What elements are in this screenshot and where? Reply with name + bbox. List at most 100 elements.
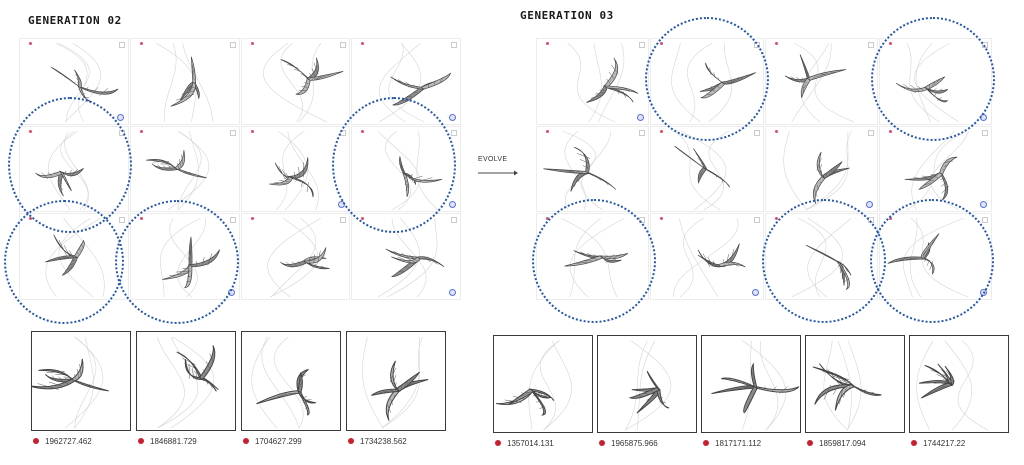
- gen03-detail-view[interactable]: [701, 335, 801, 433]
- cell-marker-dot: [139, 42, 143, 45]
- cell-select-checkbox[interactable]: [451, 42, 457, 48]
- gen02-detail-view[interactable]: [346, 331, 446, 431]
- cell-marker-dot: [250, 129, 254, 133]
- cell-marker-dot: [774, 217, 778, 221]
- cell-select-checkbox[interactable]: [229, 129, 236, 136]
- target-icon[interactable]: [449, 288, 456, 296]
- gen03-title: GENERATION 03: [520, 9, 614, 22]
- evolve-transition: EVOLVE: [478, 156, 518, 178]
- gen03-population-cell[interactable]: [764, 125, 878, 213]
- cell-select-checkbox[interactable]: [340, 42, 347, 48]
- generated-form-drawing: [496, 340, 572, 431]
- cell-select-checkbox[interactable]: [340, 129, 347, 136]
- cell-select-checkbox[interactable]: [639, 129, 646, 136]
- generated-form-drawing: [625, 340, 672, 431]
- generated-form-drawing: [673, 218, 746, 298]
- gen03-detail-view[interactable]: [805, 335, 905, 433]
- gen02-population-cell[interactable]: [19, 213, 129, 300]
- cell-select-checkbox[interactable]: [639, 42, 646, 48]
- fitness-value: 1704627.299: [255, 437, 302, 446]
- gen03-population-cell[interactable]: [878, 125, 992, 213]
- cell-select-checkbox[interactable]: [451, 129, 457, 136]
- gen03-population-cell[interactable]: [764, 213, 878, 300]
- gen03-population-cell[interactable]: [764, 38, 878, 125]
- cell-select-checkbox[interactable]: [867, 129, 874, 136]
- cell-select-checkbox[interactable]: [118, 217, 125, 224]
- target-icon[interactable]: [751, 288, 759, 296]
- target-icon[interactable]: [227, 288, 235, 296]
- gen02-population-cell[interactable]: [19, 38, 129, 125]
- generated-form-drawing: [32, 336, 109, 429]
- target-icon[interactable]: [865, 201, 873, 209]
- cell-select-checkbox[interactable]: [229, 217, 236, 224]
- gen02-detail-view[interactable]: [136, 331, 236, 431]
- gen03-population-cell[interactable]: [878, 213, 992, 300]
- generated-form-drawing: [567, 43, 639, 123]
- fitness-value: 1859817.094: [819, 439, 866, 448]
- cell-select-checkbox[interactable]: [753, 42, 760, 48]
- gen02-population-cell[interactable]: [129, 125, 240, 213]
- generated-form-drawing: [561, 218, 629, 298]
- fitness-value: 1962727.462: [45, 437, 92, 446]
- cell-select-checkbox[interactable]: [753, 217, 760, 224]
- fitness-value: 1817171.112: [715, 439, 762, 448]
- gen02-population-cell[interactable]: [240, 125, 351, 213]
- generated-form-drawing: [895, 42, 959, 123]
- generated-form-drawing: [674, 130, 731, 210]
- cell-select-checkbox[interactable]: [229, 42, 236, 48]
- cell-select-checkbox[interactable]: [639, 217, 646, 224]
- target-icon[interactable]: [338, 201, 346, 209]
- cell-select-checkbox[interactable]: [340, 217, 347, 224]
- generated-form-drawing: [45, 218, 105, 298]
- cell-select-checkbox[interactable]: [451, 217, 457, 224]
- gen03-detail-view[interactable]: [493, 335, 593, 433]
- fitness-dot-icon: [138, 438, 144, 444]
- evolve-arrow-icon: [478, 170, 518, 176]
- gen02-population-cell[interactable]: [351, 213, 461, 300]
- target-icon[interactable]: [980, 201, 987, 209]
- cell-select-checkbox[interactable]: [753, 129, 760, 136]
- cell-select-checkbox[interactable]: [982, 42, 988, 48]
- target-icon[interactable]: [980, 288, 987, 296]
- generated-form-drawing: [904, 130, 969, 210]
- gen02-detail-view[interactable]: [241, 331, 341, 431]
- cell-select-checkbox[interactable]: [118, 42, 125, 48]
- gen02-population-cell[interactable]: [351, 125, 461, 213]
- target-icon[interactable]: [637, 113, 645, 121]
- gen02-detail-view[interactable]: [31, 331, 131, 431]
- cell-marker-dot: [29, 42, 32, 45]
- gen03-population-cell[interactable]: [650, 213, 764, 300]
- generated-form-drawing: [362, 336, 429, 429]
- evolve-label: EVOLVE: [478, 156, 508, 163]
- cell-select-checkbox[interactable]: [118, 129, 125, 136]
- gen03-population-grid: [536, 38, 992, 300]
- gen03-population-cell[interactable]: [536, 213, 650, 300]
- gen02-population-cell[interactable]: [240, 38, 351, 125]
- gen03-population-cell[interactable]: [878, 38, 992, 125]
- cell-select-checkbox[interactable]: [982, 217, 988, 224]
- generated-form-drawing: [35, 130, 89, 210]
- target-icon[interactable]: [449, 113, 456, 121]
- gen03-detail-view[interactable]: [597, 335, 697, 433]
- gen02-population-cell[interactable]: [351, 38, 461, 125]
- fitness-value: 1734238.562: [360, 437, 407, 446]
- fitness-value: 1357014.131: [507, 439, 554, 448]
- gen02-population-cell[interactable]: [129, 213, 240, 300]
- gen03-population-cell[interactable]: [536, 125, 650, 213]
- generated-form-drawing: [159, 218, 220, 298]
- target-icon[interactable]: [980, 113, 987, 121]
- gen02-population-cell[interactable]: [240, 213, 351, 300]
- cell-select-checkbox[interactable]: [867, 217, 874, 224]
- cell-select-checkbox[interactable]: [867, 42, 874, 48]
- cell-select-checkbox[interactable]: [982, 129, 988, 136]
- cell-marker-dot: [888, 42, 892, 45]
- cell-marker-dot: [29, 217, 32, 221]
- gen03-detail-view[interactable]: [909, 335, 1009, 433]
- generated-form-drawing: [268, 130, 319, 210]
- gen03-population-cell[interactable]: [536, 38, 650, 125]
- target-icon[interactable]: [116, 113, 124, 121]
- gen02-population-cell[interactable]: [19, 125, 129, 213]
- gen02-population-cell[interactable]: [129, 38, 240, 125]
- gen03-population-cell[interactable]: [650, 38, 764, 125]
- gen03-population-cell[interactable]: [650, 125, 764, 213]
